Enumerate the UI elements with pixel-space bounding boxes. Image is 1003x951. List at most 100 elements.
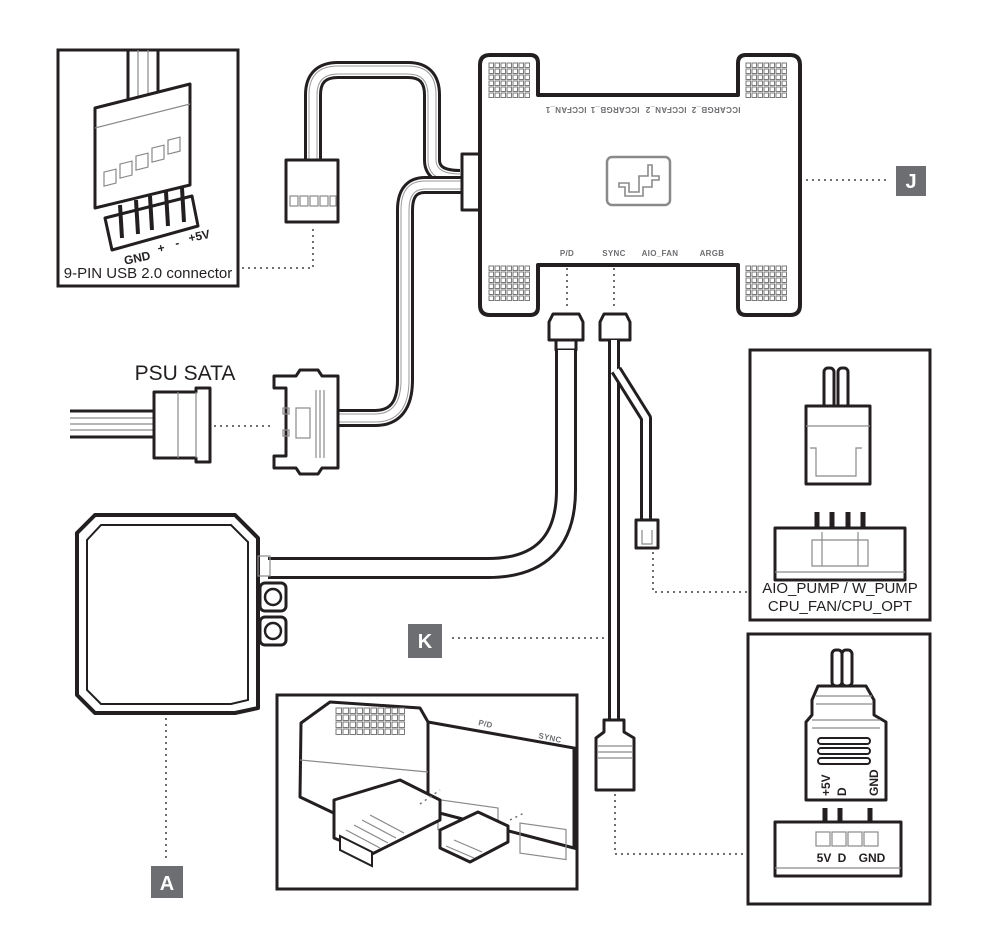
vent-cell: [506, 277, 512, 283]
hub-device: ICCFAN_1 ICCARGB_1 ICCFAN_2 ICCARGB_2 P/…: [478, 53, 802, 317]
vent-cell: [363, 707, 370, 714]
hub-vent-grid: [745, 265, 787, 301]
vent-cell: [500, 265, 506, 271]
sata-female-connector: [272, 368, 340, 476]
vent-cell: [512, 283, 518, 289]
vent-cell: [757, 277, 763, 283]
vent-cell: [518, 80, 524, 86]
vent-cell: [775, 289, 781, 295]
vent-cell: [524, 289, 530, 295]
vent-cell: [356, 728, 363, 735]
vent-cell: [488, 271, 494, 277]
vent-cell: [500, 92, 506, 98]
vent-cell: [763, 68, 769, 74]
vent-cell: [781, 74, 787, 80]
vent-cell: [384, 721, 391, 728]
vent-cell: [751, 277, 757, 283]
vent-cell: [775, 277, 781, 283]
psu-sata-connector: PSU SATA: [70, 362, 236, 464]
vent-cell: [781, 80, 787, 86]
vent-cell: [363, 721, 370, 728]
vent-cell: [769, 283, 775, 289]
vent-cell: [781, 289, 787, 295]
vent-cell: [781, 295, 787, 301]
usb-connector-panel: GND + - +5V 9-PIN USB 2.0 connector: [56, 48, 240, 288]
vent-cell: [757, 283, 763, 289]
argb-header-illustration: 5V D GND: [773, 808, 903, 878]
vent-cell: [335, 728, 342, 735]
svg-text:K: K: [418, 631, 433, 653]
vent-cell: [781, 68, 787, 74]
vent-cell: [494, 265, 500, 271]
vent-cell: [781, 283, 787, 289]
vent-cell: [775, 86, 781, 92]
hub-port-label-top: ICCFAN_2: [645, 105, 686, 114]
vent-cell: [506, 62, 512, 68]
vent-cell: [377, 714, 384, 721]
vent-cell: [751, 283, 757, 289]
vent-cell: [349, 707, 356, 714]
vent-cell: [775, 265, 781, 271]
vent-cell: [751, 68, 757, 74]
argb-header-pin-5v: 5V: [817, 851, 832, 865]
vent-cell: [757, 92, 763, 98]
pump-body: [75, 513, 260, 715]
vent-cell: [335, 721, 342, 728]
svg-text:J: J: [905, 171, 916, 193]
hub-port-label-top: ICCARGB_1: [590, 105, 639, 114]
detail-port-label-pd: P/D: [478, 718, 494, 730]
vent-cell: [775, 271, 781, 277]
vent-cell: [488, 277, 494, 283]
vent-cell: [763, 265, 769, 271]
vent-cell: [745, 271, 751, 277]
psu-sata-label: PSU SATA: [135, 362, 236, 385]
vent-cell: [391, 714, 398, 721]
argb-plug-illustration: +5V D GND: [804, 648, 888, 802]
vent-cell: [524, 271, 530, 277]
vent-cell: [751, 62, 757, 68]
vent-cell: [398, 721, 405, 728]
vent-cell: [769, 62, 775, 68]
hub-vent-grid: [488, 62, 530, 98]
vent-cell: [518, 277, 524, 283]
vent-cell: [524, 74, 530, 80]
vent-cell: [769, 68, 775, 74]
vent-cell: [763, 271, 769, 277]
vent-cell: [757, 86, 763, 92]
vent-cell: [512, 68, 518, 74]
hub-port-label-sync: SYNC: [602, 249, 625, 258]
vent-cell: [506, 92, 512, 98]
vent-cell: [745, 92, 751, 98]
vent-cell: [745, 62, 751, 68]
vent-cell: [512, 74, 518, 80]
fan-caption-line2: CPU_FAN/CPU_OPT: [768, 598, 912, 615]
hub-body: [478, 53, 802, 317]
usb-pin-5v: +5V: [187, 227, 211, 245]
hub-port-detail-panel: P/D SYNC: [275, 693, 579, 891]
vent-cell: [524, 86, 530, 92]
hub-port-label-argb: ARGB: [700, 249, 725, 258]
fan-leader-line: [652, 552, 750, 593]
argb-plug-pin-gnd: GND: [867, 769, 881, 796]
vent-cell: [769, 86, 775, 92]
vent-cell: [398, 728, 405, 735]
vent-cell: [524, 295, 530, 301]
vent-cell: [781, 271, 787, 277]
vent-cell: [524, 68, 530, 74]
vent-cell: [775, 92, 781, 98]
vent-cell: [745, 289, 751, 295]
vent-cell: [745, 86, 751, 92]
vent-cell: [512, 271, 518, 277]
vent-cell: [391, 728, 398, 735]
vent-cell: [391, 707, 398, 714]
vent-cell: [757, 62, 763, 68]
vent-cell: [377, 728, 384, 735]
callout-badge-k: K: [408, 624, 442, 658]
vent-cell: [524, 283, 530, 289]
vent-cell: [506, 295, 512, 301]
vent-cell: [494, 74, 500, 80]
vent-cell: [512, 92, 518, 98]
vent-cell: [781, 92, 787, 98]
vent-cell: [512, 62, 518, 68]
vent-cell: [500, 295, 506, 301]
